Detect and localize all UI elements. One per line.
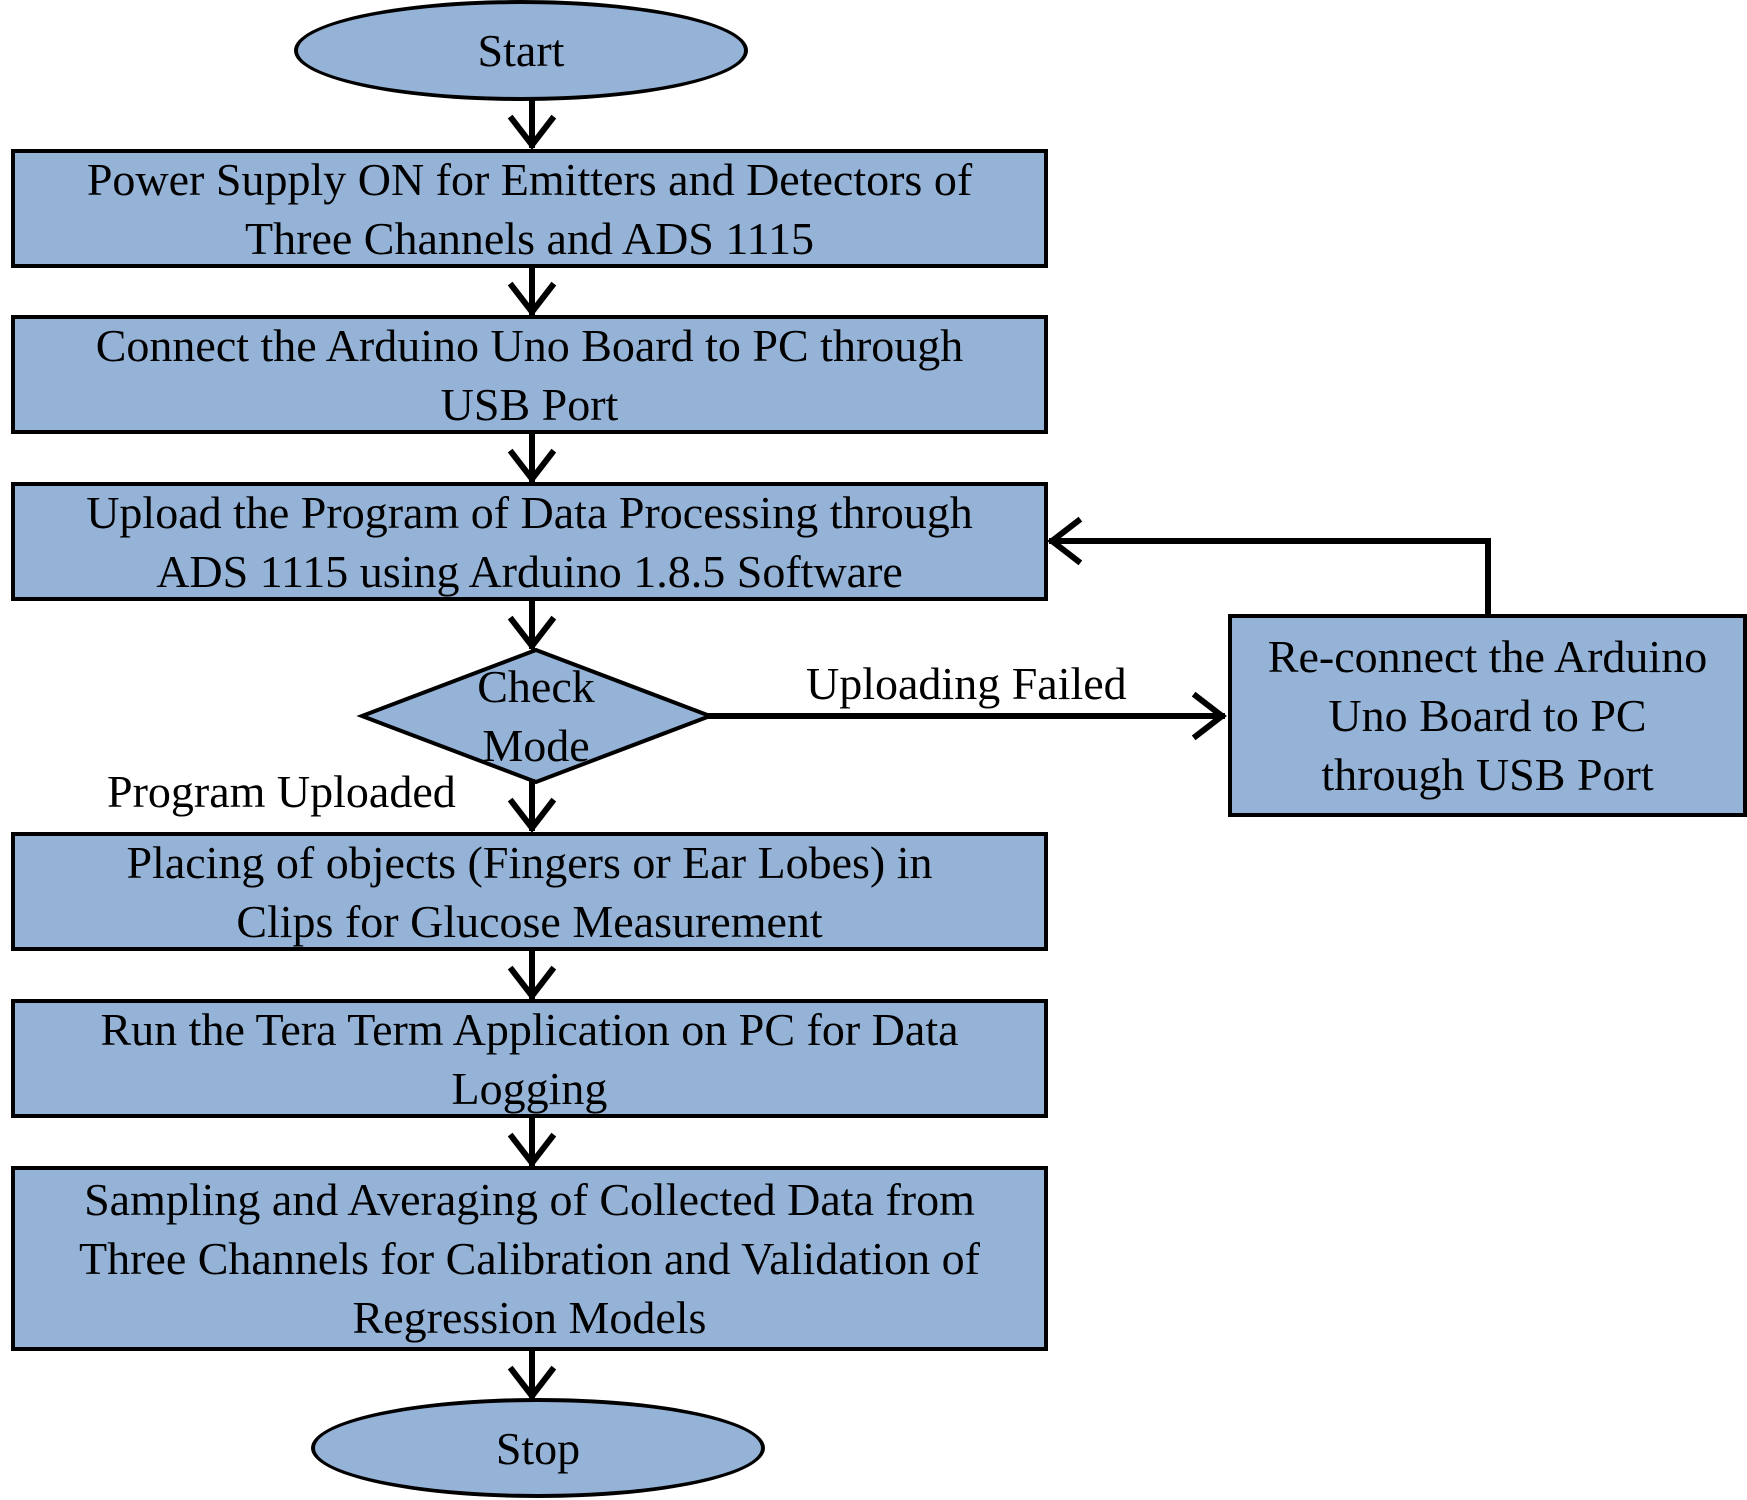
stop-label: Stop (495, 1422, 581, 1474)
arrowhead-check-to-reconnect (1191, 691, 1227, 741)
start-label: Start (477, 25, 565, 76)
connect-board-box: Connect the Arduino Uno Board to PC thro… (11, 315, 1048, 434)
start-terminal: Start (294, 0, 748, 101)
check-mode-label: Check Mode (477, 661, 595, 771)
placing-objects-box: Placing of objects (Fingers or Ear Lobes… (11, 832, 1048, 951)
arrowhead-placing-to-run (507, 965, 557, 1001)
upload-program-box: Upload the Program of Data Processing th… (11, 482, 1048, 601)
run-tera-term-box: Run the Tera Term Application on PC for … (11, 999, 1048, 1118)
check-mode-diamond (356, 647, 716, 785)
connect-board-label: Connect the Arduino Uno Board to PC thro… (95, 319, 964, 430)
arrowhead-sampling-to-stop (507, 1365, 557, 1401)
arrow-reconnect-to-upload (1049, 538, 1491, 617)
arrowhead-run-to-sampling (507, 1132, 557, 1168)
arrowhead-power-to-connect (507, 281, 557, 317)
arrowhead-start-to-power (507, 114, 557, 150)
power-supply-label: Power Supply ON for Emitters and Detecto… (86, 153, 973, 264)
power-supply-box: Power Supply ON for Emitters and Detecto… (11, 149, 1048, 268)
upload-program-label: Upload the Program of Data Processing th… (86, 486, 973, 597)
uploading-failed-label: Uploading Failed (806, 658, 1127, 709)
stop-terminal: Stop (311, 1398, 765, 1498)
program-uploaded-label: Program Uploaded (107, 766, 456, 817)
arrowhead-check-to-placing (507, 797, 557, 833)
reconnect-board-label: Re-connect the Arduino Uno Board to PC t… (1267, 631, 1708, 800)
run-tera-term-label: Run the Tera Term Application on PC for … (100, 1003, 959, 1114)
sampling-averaging-box: Sampling and Averaging of Collected Data… (11, 1166, 1048, 1351)
check-mode-label-container: Check Mode (430, 654, 642, 778)
arrowhead-connect-to-upload (507, 448, 557, 484)
arrowhead-reconnect-to-upload (1047, 516, 1083, 566)
arrowhead-upload-to-check (507, 615, 557, 651)
placing-objects-label: Placing of objects (Fingers or Ear Lobes… (126, 836, 933, 947)
reconnect-board-box: Re-connect the Arduino Uno Board to PC t… (1228, 614, 1747, 817)
sampling-averaging-label: Sampling and Averaging of Collected Data… (78, 1174, 981, 1343)
